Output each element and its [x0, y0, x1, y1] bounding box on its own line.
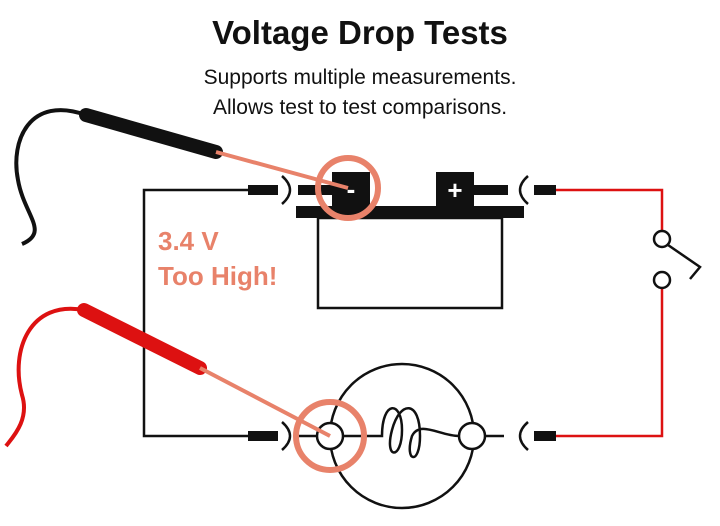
black-test-probe[interactable]: [14, 108, 349, 246]
battery-negative-symbol: -: [347, 174, 356, 204]
connector-plugs: [248, 185, 556, 441]
switch-icon[interactable]: [652, 229, 702, 290]
red-wire: [552, 188, 664, 438]
subtitle-line-1: Supports multiple measurements.: [203, 66, 517, 89]
red-test-probe[interactable]: [4, 303, 331, 448]
battery-positive-symbol: +: [447, 175, 462, 205]
highlight-ring-lamp-terminal: [293, 399, 367, 473]
voltage-reading: 3.4 V: [158, 226, 219, 256]
connector-icon: [281, 175, 529, 451]
subtitle-line-2: Allows test to test comparisons.: [212, 96, 508, 119]
diagram-title: Voltage Drop Tests: [212, 14, 508, 51]
black-wire: [142, 188, 270, 438]
highlight-ring-negative-terminal: [315, 155, 381, 221]
reading-message: Too High!: [158, 261, 278, 291]
